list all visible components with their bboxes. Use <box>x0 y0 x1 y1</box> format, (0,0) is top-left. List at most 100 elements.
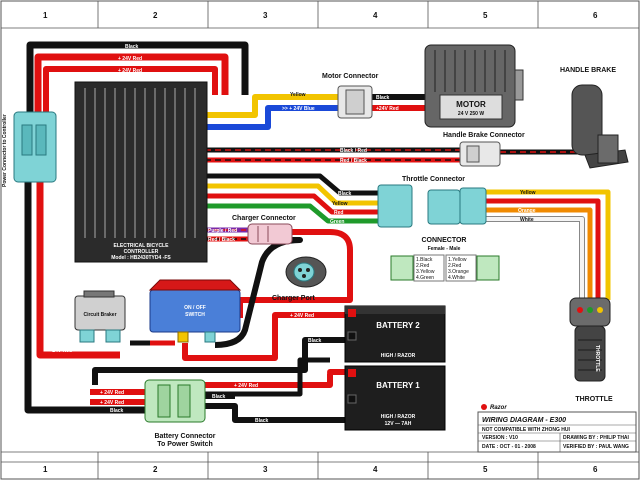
wire-red-left <box>36 180 120 359</box>
legend-right-4: 4.White <box>448 275 465 281</box>
wire-label-black-bat2: Black <box>308 338 322 344</box>
wire-label-red24-bottom-1: + 24V Red <box>100 390 124 396</box>
wire-throttle-side-white <box>485 217 584 300</box>
legend-left-1: 1.Black <box>416 257 433 263</box>
throttle <box>569 297 611 382</box>
throttle-connector <box>377 184 487 228</box>
wire-red-battery2 <box>182 312 345 361</box>
connector-legend-subtitle: Female - Male <box>428 246 461 252</box>
grid-col-5: 5 <box>483 11 488 20</box>
wire-throttle-green <box>205 203 380 224</box>
grid-labels-bottom: 1 2 3 4 5 6 <box>43 465 598 474</box>
title-verified-by: VERIFIED BY : PAUL WANG <box>563 444 629 450</box>
wire-throttle-side-yellow <box>485 189 611 300</box>
wire-label-black-bottom: Black <box>110 408 124 414</box>
legend-right-2: 2.Red <box>448 263 462 269</box>
legend-right-1: 1.Yellow <box>448 257 467 263</box>
grid-col-3-bottom: 3 <box>263 465 268 474</box>
legend-left-2: 2.Red <box>416 263 430 269</box>
wire-label-red24-bat1: + 24V Red <box>234 383 258 389</box>
wire-label-red24-a: + 24V Red <box>118 56 142 62</box>
wire-throttle-yellow <box>205 183 380 206</box>
wire-charger-red <box>237 229 353 318</box>
wire-label-red24-cb: + 24V Red <box>128 348 152 354</box>
wire-black-battery1 <box>205 403 345 423</box>
wire-label-red-black: Red / Black <box>340 158 367 164</box>
battery-connector <box>144 379 206 423</box>
title-date: DATE : OCT - 01 - 2008 <box>482 444 536 450</box>
wire-label-black-bat1b: Black <box>212 394 226 400</box>
switch-label-1: ON / OFF <box>184 305 206 311</box>
throttle-label: THROTTLE <box>575 396 613 403</box>
wire-label-black-motor: Black <box>376 95 390 101</box>
wire-label-red-bat1: Red <box>318 370 327 376</box>
wire-label-red24-motor: +24V Red <box>376 106 399 112</box>
title-main: WIRING DIAGRAM - E300 <box>482 417 566 424</box>
switch-label-2: SWITCH <box>185 312 205 318</box>
wire-blue-motor <box>205 105 340 130</box>
throttle-body-label: THROTTLE <box>594 345 600 372</box>
wire-red-top-2 <box>43 66 218 115</box>
legend-left-3: 3.Yellow <box>416 269 435 275</box>
wire-label-blue24: >> + 24V Blue <box>282 106 315 112</box>
wire-black-battery2 <box>92 337 345 385</box>
motor-connector <box>337 85 373 119</box>
power-connector-label: Power Connector to Controller <box>2 114 8 187</box>
battery-2-title: BATTERY 2 <box>376 321 420 330</box>
title-drawing-by: DRAWING BY : PHILIP THAI <box>563 435 630 441</box>
connector-legend <box>390 254 500 282</box>
legend-left-4: 4.Green <box>416 275 434 281</box>
battery-1-spec: 12V — 7AH <box>385 421 412 427</box>
grid-col-1-bottom: 1 <box>43 465 48 474</box>
legend-right-3: 3.Orange <box>448 269 469 275</box>
battery-connector-label-1: Battery Connector <box>154 433 215 440</box>
wire-label-black: Black <box>125 44 139 50</box>
handle-brake-connector <box>459 141 501 167</box>
controller-label-1: ELECTRICAL BICYCLE <box>114 243 170 249</box>
wire-label-yellow: Yellow <box>290 92 306 98</box>
grid-dividers <box>97 1 539 479</box>
charger-connector <box>247 223 293 245</box>
charger-connector-label: Charger Connector <box>232 215 296 222</box>
circuit-breaker <box>74 290 126 343</box>
battery-1 <box>344 365 446 431</box>
grid-col-6: 6 <box>593 11 598 20</box>
grid-labels-top: 1 2 3 4 5 6 <box>43 11 598 20</box>
grid-col-5-bottom: 5 <box>483 465 488 474</box>
power-connector <box>13 111 57 183</box>
motor-title: MOTOR <box>456 100 486 109</box>
battery-connector-label-2: To Power Switch <box>157 441 213 448</box>
razor-logo-icon <box>481 404 487 410</box>
motor-connector-label: Motor Connector <box>322 73 379 80</box>
handle-brake <box>571 84 629 169</box>
handle-brake-label: HANDLE BRAKE <box>560 67 616 74</box>
wire-label-tw-orange: Orange <box>518 208 536 214</box>
wire-yellow-motor <box>205 94 340 118</box>
battery-1-brand: HIGH / RAZOR <box>381 414 416 420</box>
title-note: NOT COMPATIBLE WITH ZHONG HUI <box>482 427 570 433</box>
wire-red-top-1 <box>34 53 229 115</box>
wire-label-cw-yellow: Yellow <box>332 201 348 207</box>
circuit-breaker-label: Circuit Braker <box>83 312 116 318</box>
handle-brake-connector-label: Handle Brake Connector <box>443 132 525 139</box>
grid-col-6-bottom: 6 <box>593 465 598 474</box>
throttle-connector-label: Throttle Connector <box>402 176 465 183</box>
charger-port <box>285 256 327 288</box>
controller-label-2: CONTROLLER <box>124 249 159 255</box>
wire-label-purple-red: Purple / Red <box>208 228 237 234</box>
wire-label-red24-bat2: + 24V Red <box>290 313 314 319</box>
connector-legend-title: CONNECTOR <box>422 237 467 244</box>
wire-label-tw-yellow: Yellow <box>520 190 536 196</box>
motor <box>424 44 524 128</box>
title-block <box>477 404 637 453</box>
battery-2 <box>344 305 446 363</box>
grid-col-1: 1 <box>43 11 48 20</box>
controller: ELECTRICAL BICYCLE CONTROLLER Model : HB… <box>74 81 208 263</box>
charger-port-label: Charger Port <box>272 295 315 302</box>
wire-black-top <box>26 41 249 115</box>
controller-label-3: Model : HB2430TYD4 -FS <box>111 255 171 261</box>
wire-label-cw-black: Black <box>338 191 352 197</box>
wire-label-red24-bottom-2: + 24V Red <box>100 400 124 406</box>
